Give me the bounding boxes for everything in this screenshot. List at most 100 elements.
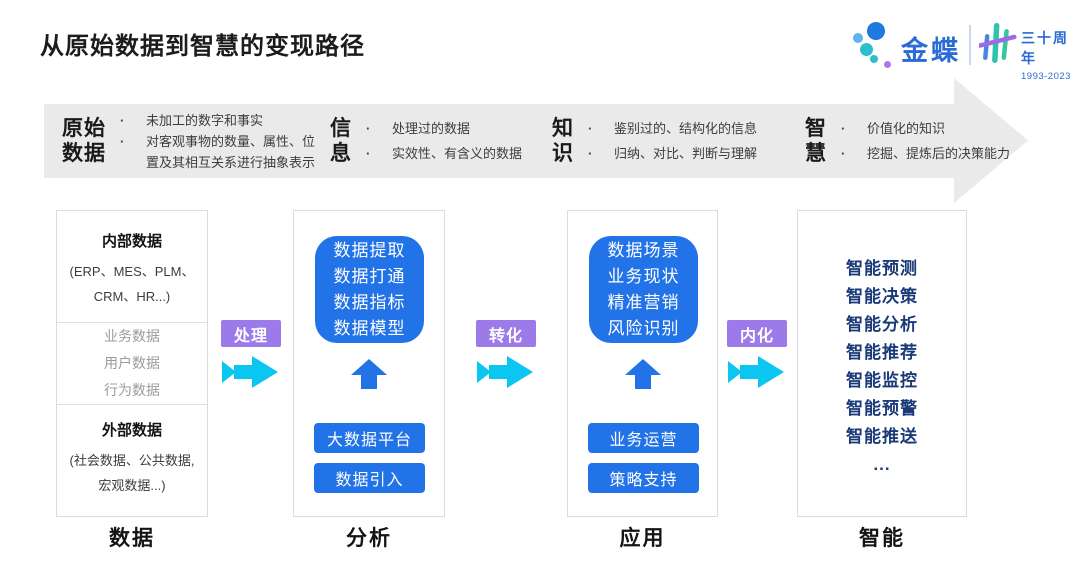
brand-name: 金蝶 bbox=[901, 36, 961, 66]
thirty-anniversary-mark-icon bbox=[979, 23, 1017, 63]
banner-stage-wisdom: 智 慧 · 价值化的知识 · 挖掘、提炼后的决策能力 bbox=[805, 104, 1010, 178]
right-arrow-icon bbox=[222, 356, 278, 388]
bullet-dot: · bbox=[120, 133, 125, 149]
bullet-dot: · bbox=[841, 146, 846, 161]
column-intelligence: 智能预测 智能决策 智能分析 智能推荐 智能监控 智能预警 智能推送 ... bbox=[797, 210, 967, 517]
main-box-line: 数据指标 bbox=[333, 292, 406, 312]
main-box-line: 数据模型 bbox=[333, 318, 406, 338]
stage-name-line: 原始 bbox=[62, 117, 106, 140]
intelligence-list: 智能预测 智能决策 智能分析 智能推荐 智能监控 智能预警 智能推送 ... bbox=[798, 211, 966, 479]
flow-internalize: 内化 bbox=[727, 320, 787, 395]
stage-name-line: 信 bbox=[330, 117, 352, 140]
stage-description: · 未加工的数字和事实 · 对客观事物的数量、属性、位 置及其相互关系进行抽象表示 bbox=[120, 110, 315, 173]
banner-stage-knowledge: 知 识 · 鉴别过的、结构化的信息 · 归纳、对比、判断与理解 bbox=[552, 104, 757, 178]
section-line: (社会数据、公共数据, bbox=[69, 453, 195, 468]
stage-name-line: 数据 bbox=[62, 142, 106, 165]
stage-desc-line: 未加工的数字和事实 bbox=[146, 112, 264, 128]
stage-desc-line: 实效性、有含义的数据 bbox=[392, 146, 523, 161]
anniversary-years: 1993-2023 bbox=[1021, 71, 1071, 82]
stage-desc-line: 置及其相互关系进行抽象表示 bbox=[146, 154, 316, 170]
bullet-dot: · bbox=[588, 146, 593, 161]
external-data-section: 外部数据 (社会数据、公共数据, 宏观数据...) bbox=[57, 404, 207, 516]
banner-arrowhead-icon bbox=[954, 78, 1028, 203]
list-item: 智能分析 bbox=[846, 315, 918, 334]
tag-business-operation: 业务运营 bbox=[588, 423, 699, 453]
stage-name-line: 识 bbox=[552, 142, 574, 165]
stage-name: 知 识 bbox=[552, 116, 574, 166]
right-arrow-icon bbox=[477, 356, 533, 388]
stage-name-line: 息 bbox=[330, 142, 352, 165]
anniversary-title: 三十周年 bbox=[1021, 30, 1069, 66]
list-item-ellipsis: ... bbox=[873, 455, 891, 474]
bullet-dot: · bbox=[366, 146, 371, 161]
analysis-main-box: 数据提取 数据打通 数据指标 数据模型 bbox=[315, 236, 424, 343]
bullet-dot: · bbox=[120, 112, 125, 128]
stage-description: · 鉴别过的、结构化的信息 · 归纳、对比、判断与理解 bbox=[588, 116, 757, 166]
stage-name: 信 息 bbox=[330, 116, 352, 166]
banner-stage-raw-data: 原始 数据 · 未加工的数字和事实 · 对客观事物的数量、属性、位 置及其相互关系进… bbox=[62, 104, 315, 178]
stage-desc-line: 鉴别过的、结构化的信息 bbox=[614, 121, 758, 136]
column-label-application: 应用 bbox=[619, 527, 666, 550]
application-main-box: 数据场景 业务现状 精准营销 风险识别 bbox=[589, 236, 698, 343]
main-box-line: 精准营销 bbox=[607, 292, 680, 312]
column-application: 数据场景 业务现状 精准营销 风险识别 业务运营 策略支持 bbox=[567, 210, 718, 517]
column-label-analysis: 分析 bbox=[346, 527, 392, 550]
banner-stage-information: 信 息 ·处理过的数据 ·实效性、有含义的数据 bbox=[330, 104, 522, 178]
section-line: CRM、HR...) bbox=[93, 289, 171, 304]
section-item: 用户数据 bbox=[104, 355, 160, 371]
bullet-dot: · bbox=[588, 121, 593, 136]
page-title: 从原始数据到智慧的变现路径 bbox=[40, 33, 365, 60]
stage-description: ·处理过的数据 ·实效性、有含义的数据 bbox=[366, 116, 522, 166]
stage-desc-line: 对客观事物的数量、属性、位 bbox=[146, 133, 316, 149]
section-heading: 内部数据 bbox=[101, 233, 162, 250]
main-box-line: 业务现状 bbox=[607, 266, 680, 286]
stage-desc-line: 价值化的知识 bbox=[867, 121, 946, 136]
kingdee-dots-icon bbox=[853, 22, 895, 72]
main-box-line: 风险识别 bbox=[607, 318, 680, 338]
list-item: 智能预警 bbox=[846, 399, 918, 418]
kingdee-logo: 金蝶 三十周年 1993-2023 bbox=[853, 16, 1073, 82]
stage-name-line: 慧 bbox=[805, 142, 827, 165]
tag-big-data-platform: 大数据平台 bbox=[314, 423, 425, 453]
stage-desc-line: 挖掘、提炼后的决策能力 bbox=[867, 146, 1011, 161]
right-arrow-icon bbox=[728, 356, 784, 388]
main-box-line: 数据场景 bbox=[607, 240, 680, 260]
column-label-data: 数据 bbox=[109, 527, 155, 550]
bullet-dot: · bbox=[366, 121, 371, 136]
list-item: 智能预测 bbox=[846, 259, 918, 278]
section-item: 行为数据 bbox=[104, 382, 160, 398]
tag-strategy-support: 策略支持 bbox=[588, 463, 699, 493]
stage-description: · 价值化的知识 · 挖掘、提炼后的决策能力 bbox=[841, 116, 1010, 166]
bullet-dot: · bbox=[841, 121, 846, 136]
stage-name: 智 慧 bbox=[805, 116, 827, 166]
stage-desc-line: 归纳、对比、判断与理解 bbox=[614, 146, 758, 161]
main-box-line: 数据提取 bbox=[333, 240, 406, 260]
list-item: 智能监控 bbox=[846, 371, 918, 390]
stage-name: 原始 数据 bbox=[62, 116, 106, 166]
banner-band bbox=[44, 104, 955, 178]
anniversary-text: 三十周年 1993-2023 bbox=[1021, 28, 1073, 82]
up-arrow-icon bbox=[624, 359, 661, 389]
logo-divider bbox=[969, 25, 971, 65]
up-arrow-icon bbox=[351, 359, 387, 389]
section-item: 业务数据 bbox=[104, 328, 160, 344]
column-data: 内部数据 (ERP、MES、PLM、 CRM、HR...) 业务数据 用户数据 … bbox=[56, 210, 208, 517]
main-box-line: 数据打通 bbox=[333, 266, 406, 286]
flow-badge: 内化 bbox=[727, 320, 787, 347]
internal-data-section: 内部数据 (ERP、MES、PLM、 CRM、HR...) bbox=[57, 211, 207, 322]
column-analysis: 数据提取 数据打通 数据指标 数据模型 大数据平台 数据引入 bbox=[293, 210, 445, 517]
section-heading: 外部数据 bbox=[101, 422, 162, 439]
stage-name-line: 智 bbox=[805, 117, 827, 140]
middle-data-section: 业务数据 用户数据 行为数据 bbox=[57, 322, 207, 404]
flow-transform: 转化 bbox=[476, 320, 536, 395]
flow-badge: 转化 bbox=[476, 320, 536, 347]
stage-name-line: 知 bbox=[552, 117, 574, 140]
list-item: 智能推送 bbox=[846, 427, 918, 446]
column-label-intelligence: 智能 bbox=[859, 527, 905, 550]
flow-process: 处理 bbox=[221, 320, 281, 395]
flow-badge: 处理 bbox=[221, 320, 281, 347]
section-line: 宏观数据...) bbox=[98, 478, 166, 493]
section-line: (ERP、MES、PLM、 bbox=[69, 264, 195, 279]
tag-data-import: 数据引入 bbox=[314, 463, 425, 493]
